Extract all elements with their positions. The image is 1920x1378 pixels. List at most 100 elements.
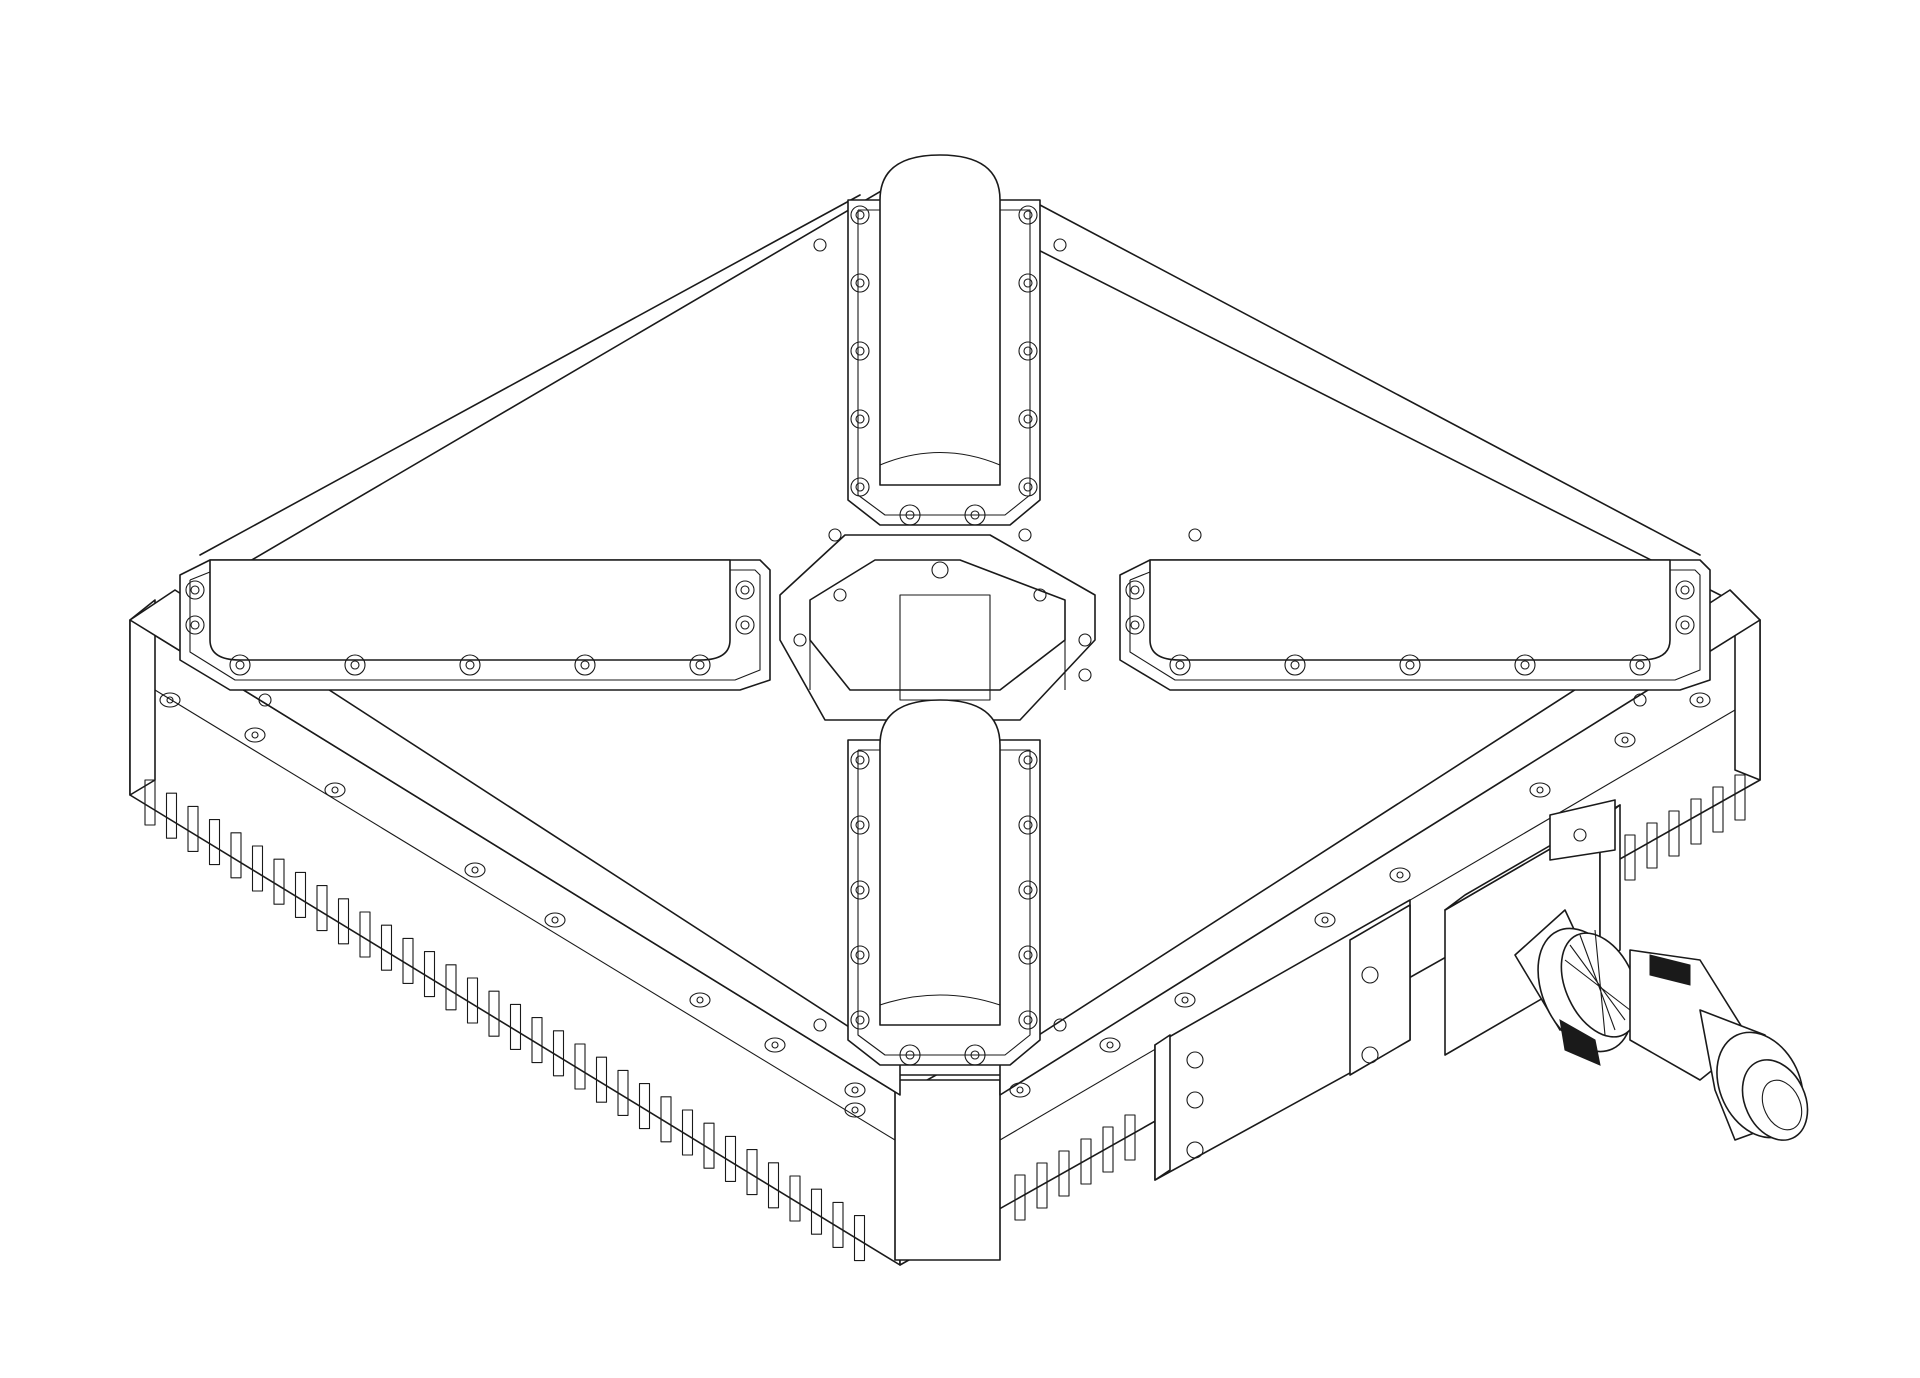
edge-hole-center [851, 1106, 859, 1114]
bolt [1514, 654, 1536, 676]
bolt-head [1290, 660, 1300, 670]
edge-hole [844, 1102, 866, 1118]
edge-hole [1529, 782, 1551, 798]
vent-slot [294, 871, 307, 918]
vent-slot [423, 951, 436, 998]
bolt-head [235, 660, 245, 670]
vent-slot [251, 845, 264, 892]
edge-hole-center [1696, 696, 1704, 704]
bolt [850, 815, 870, 835]
bolt-head [1023, 278, 1033, 288]
edge-hole-center [471, 866, 479, 874]
vent-slot [552, 1030, 565, 1077]
bolt [1018, 880, 1038, 900]
bolt [1018, 1010, 1038, 1030]
vent-slot [165, 792, 178, 839]
bolt-head [855, 950, 865, 960]
vent-slot [789, 1175, 801, 1222]
vent-slot [1014, 1174, 1026, 1221]
vent-slot [466, 977, 479, 1024]
bolt [850, 750, 870, 770]
vent-slot [1058, 1150, 1070, 1197]
bolt-head [350, 660, 360, 670]
vent-slot [1734, 774, 1746, 821]
edge-hole [159, 692, 181, 708]
edge-hole-center [1016, 1086, 1024, 1094]
bolt-head [1023, 414, 1033, 424]
edge-hole-center [851, 1086, 859, 1094]
bolt-row-east [1125, 580, 1695, 676]
vent-slot [1624, 834, 1636, 881]
center-hub [779, 534, 1096, 721]
bolt-head [970, 510, 980, 520]
edge-hole-center [331, 786, 339, 794]
bolt [850, 273, 870, 293]
bolt [850, 880, 870, 900]
edge-hole [464, 862, 486, 878]
bolt [1675, 615, 1695, 635]
bolt-head [1130, 585, 1140, 595]
bolt [1125, 615, 1145, 635]
bolt [1018, 341, 1038, 361]
bolt-head [855, 278, 865, 288]
bolt-head [855, 210, 865, 220]
rivet [1188, 528, 1202, 542]
vent-slot [660, 1096, 672, 1143]
edge-slot-holes [159, 692, 1711, 1118]
edge-hole-center [1621, 736, 1629, 744]
vent-slot [746, 1149, 758, 1196]
bolt [1018, 477, 1038, 497]
bolt [1018, 409, 1038, 429]
bolt-head [190, 585, 200, 595]
edge-hole [544, 912, 566, 928]
bolt-head [905, 510, 915, 520]
rivet [813, 238, 827, 252]
edge-hole [1314, 912, 1336, 928]
bolt [1018, 815, 1038, 835]
bolt [850, 945, 870, 965]
bolt-head [1023, 755, 1033, 765]
bolt [850, 341, 870, 361]
bolt-head [1680, 620, 1690, 630]
bolt-head [1680, 585, 1690, 595]
edge-hole-center [1181, 996, 1189, 1004]
bolt [1018, 205, 1038, 225]
bolt [1018, 273, 1038, 293]
vent-slot [1102, 1126, 1114, 1173]
bolt [1399, 654, 1421, 676]
bolt [964, 504, 986, 526]
vent-slot [617, 1069, 629, 1116]
bolt-head [1023, 950, 1033, 960]
bolt-head [970, 1050, 980, 1060]
edge-hole [689, 992, 711, 1008]
vent-slot [853, 1215, 866, 1262]
bolt [1125, 580, 1145, 600]
vent-slot [810, 1188, 823, 1235]
vent-slot [1668, 810, 1680, 857]
bolt-head [1405, 660, 1415, 670]
edge-hole-center [551, 916, 559, 924]
radome-west [179, 559, 771, 691]
edge-hole-center [1536, 786, 1544, 794]
bolt [1629, 654, 1651, 676]
vent-slot [509, 1003, 522, 1050]
vent-slot [488, 990, 500, 1037]
edge-hole-center [166, 696, 174, 704]
bolt-head [580, 660, 590, 670]
bolt-head [855, 885, 865, 895]
plate-rivets [258, 238, 1647, 1032]
bolt-head [1520, 660, 1530, 670]
bolt-head [1130, 620, 1140, 630]
vent-slot [1690, 798, 1702, 845]
vent-slot [1036, 1162, 1048, 1209]
side-bracket [1154, 899, 1411, 1181]
bolt [899, 1044, 921, 1066]
rivet [1078, 668, 1092, 682]
vent-slot [1080, 1138, 1092, 1185]
bolt [185, 615, 205, 635]
bolt-head [695, 660, 705, 670]
edge-hole [324, 782, 346, 798]
edge-hole [1689, 692, 1711, 708]
cable-gland [1514, 909, 1809, 1141]
